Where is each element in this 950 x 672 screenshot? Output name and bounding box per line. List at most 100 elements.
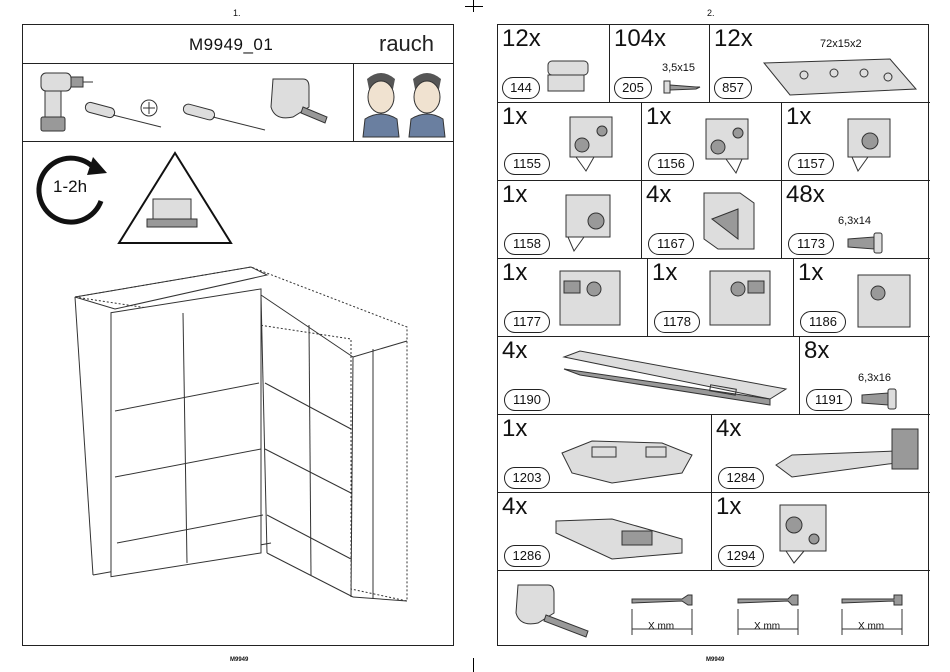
roller-mechanism-icon (560, 109, 624, 175)
euro-screw-icon (858, 387, 902, 411)
part-qty: 12x (714, 25, 753, 53)
part-code: 1294 (718, 545, 764, 567)
right-page-footer: M9949 (706, 657, 724, 663)
part-qty: 104x (614, 25, 666, 53)
part-qty: 1x (502, 259, 527, 287)
parts-list-frame: 12x 144 104x 3,5x15 205 12x 72x15x2 857 … (497, 24, 929, 646)
damper-unit-icon (704, 267, 778, 331)
cap-icon (542, 55, 598, 95)
part-code: 1167 (648, 233, 694, 255)
part-qty: 1x (502, 181, 527, 209)
part-cell-1167: 4x 1167 (642, 181, 782, 259)
time-estimate: 1-2h (53, 177, 87, 197)
damper-unit-icon (554, 267, 628, 331)
part-code: 144 (502, 77, 540, 99)
part-spec: 3,5x15 (662, 62, 695, 74)
part-qty: 4x (502, 337, 527, 365)
roller-mechanism-icon (770, 499, 836, 567)
part-cell-1190: 4x 1190 (498, 337, 800, 415)
left-page-footer: M9949 (230, 657, 248, 663)
tools-row (23, 63, 453, 142)
euro-screw-icon (844, 231, 888, 255)
roller-mechanism-icon (838, 111, 902, 177)
part-cell-1286: 4x 1286 (498, 493, 712, 571)
screw-length-reference-row: X mm X mm X mm (498, 571, 928, 645)
flat-screwdriver-icon (183, 103, 268, 133)
part-qty: 1x (646, 103, 671, 131)
part-cell-1173: 48x 6,3x14 1173 (782, 181, 930, 259)
guide-rail-clip-icon (552, 509, 702, 567)
part-qty: 4x (502, 493, 527, 521)
part-cell-1284: 4x 1284 (712, 415, 930, 493)
part-qty: 4x (646, 181, 671, 209)
left-page-number: 1. (233, 8, 241, 18)
guide-block-icon (698, 189, 758, 255)
tape-measure-icon (263, 71, 333, 131)
part-code: 1155 (504, 153, 550, 175)
header-row: M9949_01 rauch (23, 25, 453, 64)
base-plate-icon (552, 433, 702, 489)
part-code: 1286 (504, 545, 550, 567)
part-qty: 1x (716, 493, 741, 521)
crop-mark-top-h (465, 6, 483, 7)
part-spec: 6,3x14 (838, 215, 871, 227)
part-cell-1178: 1x 1178 (648, 259, 794, 337)
part-code: 1186 (800, 311, 846, 333)
screw-icon (662, 79, 702, 99)
part-cell-1294: 1x 1294 (712, 493, 930, 571)
part-qty: 1x (786, 103, 811, 131)
screw-length-label: X mm (858, 621, 884, 632)
part-code: 1190 (504, 389, 550, 411)
part-code: 1178 (654, 311, 700, 333)
corner-wardrobe-drawing (71, 253, 421, 613)
two-person-warning-icon (117, 149, 237, 247)
part-cell-1156: 1x 1156 (642, 103, 782, 181)
connector-plate-icon (760, 55, 920, 99)
guide-rail-clip-icon (772, 425, 922, 487)
assembler-person-icon-1 (361, 69, 401, 137)
right-page-number: 2. (707, 8, 715, 18)
part-cell-1177: 1x 1177 (498, 259, 648, 337)
brand-logo: rauch (379, 31, 434, 57)
part-cell-857: 12x 72x15x2 857 (710, 25, 930, 103)
part-qty: 48x (786, 181, 825, 209)
screw-length-label: X mm (648, 621, 674, 632)
drill-icon (31, 69, 91, 135)
part-code: 1203 (504, 467, 550, 489)
part-code: 1284 (718, 467, 764, 489)
part-cell-1155: 1x 1155 (498, 103, 642, 181)
part-code: 1191 (806, 389, 852, 411)
part-qty: 4x (716, 415, 741, 443)
model-title: M9949_01 (189, 35, 273, 55)
part-code: 857 (714, 77, 752, 99)
soft-close-rail-icon (560, 347, 790, 409)
screw-length-label: X mm (754, 621, 780, 632)
part-code: 1157 (788, 153, 834, 175)
crop-mark-bottom (473, 658, 474, 672)
left-page-frame: M9949_01 rauch (22, 24, 454, 646)
part-qty: 12x (502, 25, 541, 53)
part-qty: 1x (502, 415, 527, 443)
part-cell-1186: 1x 1186 (794, 259, 930, 337)
part-cell-1191: 8x 6,3x16 1191 (800, 337, 930, 415)
roller-mechanism-icon (556, 187, 620, 255)
part-cell-144: 12x 144 (498, 25, 610, 103)
tape-measure-icon (512, 579, 592, 639)
part-code: 1173 (788, 233, 834, 255)
part-code: 1177 (504, 311, 550, 333)
part-code: 1156 (648, 153, 694, 175)
part-qty: 8x (804, 337, 829, 365)
part-qty: 1x (502, 103, 527, 131)
part-spec: 72x15x2 (820, 38, 862, 50)
part-cell-1203: 1x 1203 (498, 415, 712, 493)
damper-unit-icon (852, 271, 916, 331)
part-code: 205 (614, 77, 652, 99)
part-cell-1158: 1x 1158 (498, 181, 642, 259)
roller-mechanism-icon (696, 111, 760, 177)
phillips-symbol-icon (140, 99, 160, 119)
part-qty: 1x (652, 259, 677, 287)
assembler-person-icon-2 (407, 69, 447, 137)
part-code: 1158 (504, 233, 550, 255)
part-spec: 6,3x16 (858, 372, 891, 384)
part-cell-1157: 1x 1157 (782, 103, 930, 181)
